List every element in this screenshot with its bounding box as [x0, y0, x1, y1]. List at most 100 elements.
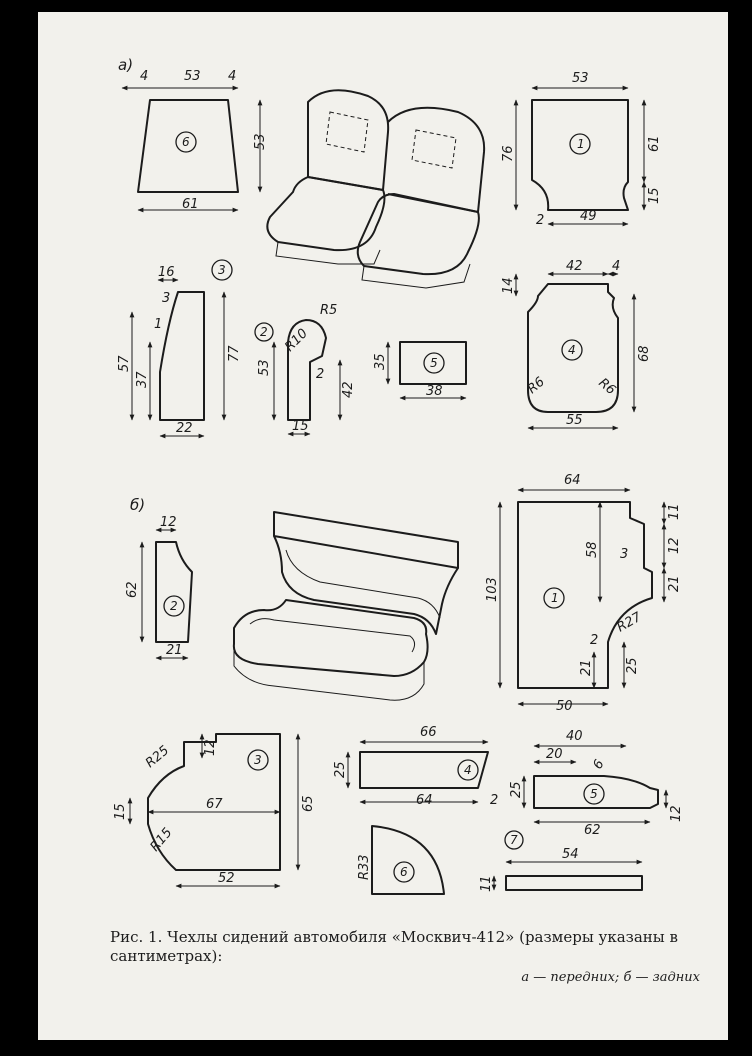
part-a5: 35 38 5 — [373, 341, 467, 401]
a2-r5-dim: R5 — [320, 303, 337, 318]
caption-line-2: а — передних; б — задних — [521, 970, 700, 985]
a2-r10-dim: R10 — [282, 326, 311, 355]
section-b-label: б) — [130, 496, 145, 514]
b5-right-dim: 12 — [669, 805, 684, 822]
b3-rtop-dim: R25 — [143, 743, 172, 771]
a4-rright-dim: R6 — [595, 376, 618, 399]
a1-right-dim: 61 — [647, 135, 662, 152]
part-a6: 4 53 4 53 61 6 — [121, 69, 268, 213]
figure-caption: Рис. 1. Чехлы сидений автомобиля «Москви… — [110, 928, 700, 985]
b1-mid-dim: 58 — [585, 541, 600, 558]
b5-bottom-dim: 62 — [584, 823, 601, 838]
a4-number: 4 — [568, 343, 576, 357]
b3-rbot-dim: R15 — [148, 825, 176, 854]
a2-number: 2 — [260, 325, 268, 339]
part-a2: 53 R5 R10 2 42 15 2 — [254, 303, 356, 437]
part-a3: 16 3 1 57 37 77 22 3 — [117, 259, 242, 439]
b7-number: 7 — [510, 833, 518, 847]
b5-height-dim: 25 — [509, 781, 524, 798]
a1-left-dim: 76 — [501, 145, 516, 162]
front-seats-illustration — [266, 89, 486, 289]
b5-top2-dim: 20 — [546, 747, 563, 762]
b1-s3-dim: 21 — [667, 575, 682, 592]
part-b3: R25 12 15 67 R15 65 52 3 — [113, 733, 316, 889]
part-a4: 42 4 14 68 R6 R6 55 4 — [501, 259, 652, 431]
a1-number: 1 — [577, 137, 585, 151]
part-b1: 64 103 58 11 12 21 3 R27 2 21 25 50 1 — [485, 473, 682, 714]
b3-mid-dim: 67 — [206, 797, 223, 812]
part-b5: 40 20 6 25 62 12 5 — [509, 729, 684, 838]
b1-d2-dim: 2 — [590, 633, 598, 648]
b1-height-dim: 103 — [485, 577, 500, 602]
b6-r-dim: R33 — [357, 854, 372, 880]
a6-top-dim: 53 — [184, 69, 201, 84]
a3-inner-dim: 37 — [135, 371, 150, 388]
b3-height-dim: 65 — [301, 795, 316, 812]
a6-number: 6 — [182, 135, 190, 149]
b2-bottom-dim: 21 — [166, 643, 183, 658]
section-a-label: а) — [118, 56, 133, 74]
a3-bottom-dim: 22 — [176, 421, 193, 436]
b2-height-dim: 62 — [125, 581, 140, 598]
b4-top-dim: 66 — [420, 725, 437, 740]
b5-d-dim: 6 — [590, 757, 607, 772]
a5-width-dim: 38 — [426, 384, 443, 399]
a6-right-dim: 4 — [228, 69, 236, 84]
b1-number: 1 — [551, 591, 559, 605]
b1-s2-dim: 12 — [667, 537, 682, 554]
b1-d3-dim: 3 — [620, 547, 628, 562]
b2-top-dim: 12 — [160, 515, 177, 530]
a3-d2-dim: 1 — [154, 317, 162, 332]
b3-bottom-dim: 52 — [218, 871, 235, 886]
caption-line-1: Рис. 1. Чехлы сидений автомобиля «Москви… — [110, 928, 678, 965]
b1-s1-dim: 11 — [667, 503, 682, 520]
part-b6: R33 6 — [357, 825, 445, 895]
a2-d-dim: 2 — [316, 367, 324, 382]
pattern-drawing: а) 4 53 4 53 61 6 53 76 61 15 2 — [113, 56, 684, 895]
b5-number: 5 — [590, 787, 598, 801]
part-b7: 54 11 7 — [479, 830, 643, 892]
a6-left-dim: 4 — [140, 69, 148, 84]
a6-height-dim: 53 — [253, 133, 268, 150]
drawing-page: а) 4 53 4 53 61 6 53 76 61 15 2 — [38, 12, 728, 1040]
a3-outer-dim: 57 — [117, 355, 132, 372]
a2-right-dim: 42 — [341, 381, 356, 398]
a4-right-dim: 4 — [612, 259, 620, 274]
a2-bottom-dim: 15 — [292, 419, 309, 434]
a5-number: 5 — [430, 356, 438, 370]
b4-height-dim: 25 — [333, 761, 348, 778]
b3-number: 3 — [254, 753, 262, 767]
b4-bottom-dim: 64 — [416, 793, 433, 808]
a1-top-dim: 53 — [572, 71, 589, 86]
a2-left-dim: 53 — [257, 359, 272, 376]
a1-corner-dim: 2 — [536, 213, 544, 228]
b3-left-dim: 15 — [113, 803, 128, 820]
b1-top-dim: 64 — [564, 473, 581, 488]
b4-number: 4 — [464, 763, 472, 777]
b6-number: 6 — [400, 865, 408, 879]
a6-bottom-dim: 61 — [182, 197, 199, 212]
b1-25-dim: 25 — [625, 657, 640, 674]
part-a1: 53 76 61 15 2 49 1 — [501, 71, 662, 228]
b5-top-dim: 40 — [566, 729, 583, 744]
b4-d-dim: 2 — [490, 793, 498, 808]
rear-seat-illustration — [232, 511, 459, 701]
a4-height-dim: 68 — [637, 345, 652, 362]
a5-height-dim: 35 — [373, 353, 388, 370]
b7-top-dim: 54 — [562, 847, 579, 862]
a3-number: 3 — [218, 263, 226, 277]
b1-r-dim: R27 — [615, 609, 645, 635]
b1-low-dim: 21 — [579, 659, 594, 676]
a3-right-dim: 77 — [227, 345, 242, 362]
part-b2: 12 62 21 2 — [125, 515, 193, 661]
a3-top-dim: 16 — [158, 265, 175, 280]
b3-notch-dim: 12 — [203, 739, 218, 756]
b7-height-dim: 11 — [479, 875, 494, 892]
b2-number: 2 — [170, 599, 178, 613]
a4-top-dim: 42 — [566, 259, 583, 274]
a4-bottom-dim: 55 — [566, 413, 583, 428]
a4-left-dim: 14 — [501, 277, 516, 294]
b1-bottom-dim: 50 — [556, 699, 573, 714]
a1-notch-dim: 15 — [647, 187, 662, 204]
part-b4: 66 25 64 2 4 — [333, 725, 498, 808]
